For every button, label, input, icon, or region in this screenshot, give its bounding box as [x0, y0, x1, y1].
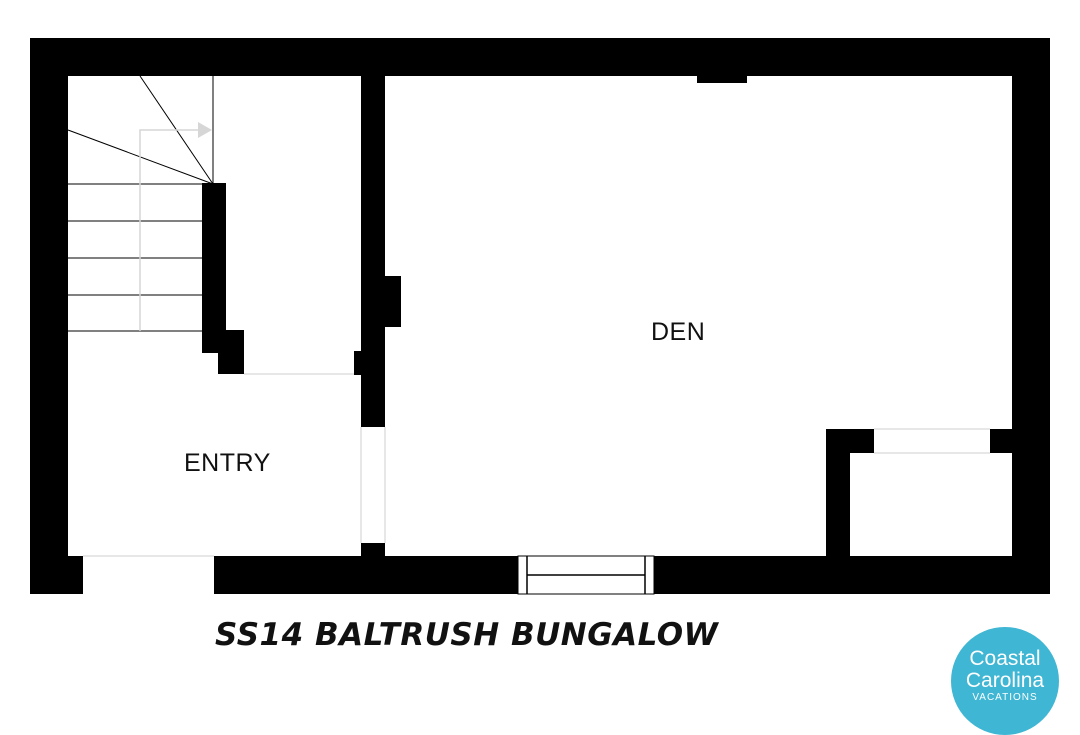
room-label-den: DEN: [651, 318, 706, 346]
bottom-wall-left: [30, 556, 83, 594]
room-label-entry: ENTRY: [184, 449, 271, 477]
partition-bump: [380, 276, 401, 327]
partition-lower: [361, 543, 385, 558]
window: [517, 555, 655, 595]
left-wall: [30, 38, 68, 594]
interior-walls: [202, 74, 1014, 559]
company-logo: Coastal Carolina VACATIONS: [951, 627, 1059, 735]
staircase: [67, 75, 214, 332]
partition-upper: [361, 74, 385, 427]
closet-side-wall: [826, 429, 850, 559]
outer-walls: [30, 38, 1050, 594]
logo-line-2: Carolina: [965, 669, 1045, 692]
top-wall-notch: [697, 74, 747, 83]
stair-wall: [202, 183, 226, 353]
stair-direction-arrow: [198, 122, 212, 138]
closet-top-right: [990, 429, 1014, 453]
openings: [83, 373, 990, 557]
right-wall: [1012, 38, 1050, 594]
logo-line-3: VACATIONS: [972, 692, 1038, 703]
property-title: SS14 BALTRUSH BUNGALOW: [215, 617, 719, 653]
closet-jamb: [354, 351, 363, 375]
stair-direction-line: [139, 129, 200, 331]
top-wall: [30, 38, 1050, 76]
bottom-wall-middle: [214, 556, 518, 594]
bottom-wall-right: [654, 556, 1050, 594]
floor-plan: [30, 38, 1050, 595]
logo-line-1: Coastal: [969, 647, 1041, 670]
stair-wall-step: [218, 330, 244, 374]
